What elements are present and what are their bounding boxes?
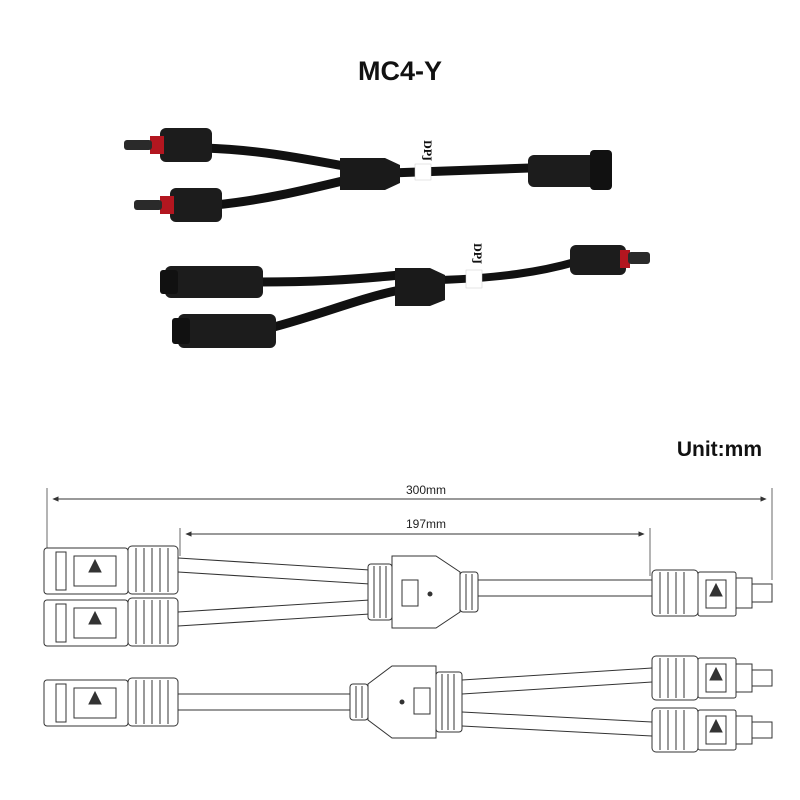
dimension-branch: 197mm bbox=[179, 517, 651, 576]
dimension-overall: 300mm bbox=[46, 483, 773, 580]
dimension-overall-label: 300mm bbox=[406, 483, 446, 497]
diagram-title: MC4-Y bbox=[357, 56, 442, 86]
photo-cable-branch-male: DPJ bbox=[124, 128, 612, 222]
brand-mark: DPJ bbox=[421, 140, 432, 161]
photo-cable-branch-female: DPJ bbox=[160, 243, 650, 348]
drawing-cable-1 bbox=[43, 545, 773, 647]
drawing-cable-2 bbox=[43, 655, 773, 753]
unit-label: Unit:mm bbox=[676, 438, 762, 461]
dimension-branch-label: 197mm bbox=[406, 517, 446, 531]
brand-mark-2: DPJ bbox=[471, 243, 482, 264]
